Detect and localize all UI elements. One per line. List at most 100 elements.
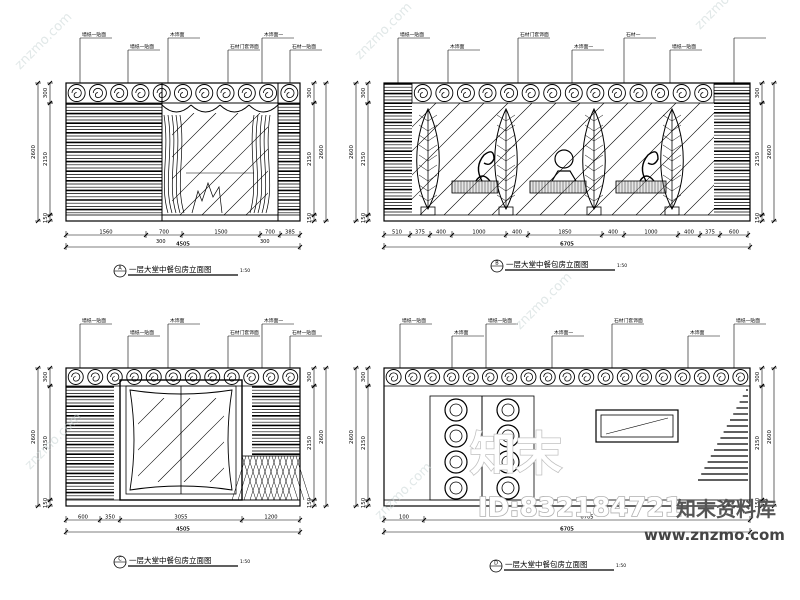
callout-label: 石材一 (626, 31, 641, 38)
height-dim: 2150 (755, 152, 761, 166)
total-height-dim: 2600 (349, 430, 355, 444)
curtain-fold (179, 114, 185, 214)
callout-label: 墙纸一贴面 (736, 317, 760, 324)
elevation-scale: 1:50 (240, 559, 250, 565)
scroll-ornament (520, 369, 537, 385)
elevation-c: 墙纸一贴面墙纸一贴面木饰面石材门套饰面木饰面一石材一贴面300215015026… (31, 317, 329, 569)
scroll-ornament (131, 84, 150, 102)
scroll-ornament (259, 84, 278, 102)
scroll-spiral (633, 87, 644, 99)
ring-ornament (444, 450, 468, 474)
scroll-spiral (466, 372, 476, 382)
scroll-spiral (110, 372, 120, 382)
dimension-label: 700 (265, 230, 275, 236)
height-dim: 150 (307, 497, 313, 508)
dimension-label: 400 (684, 230, 694, 236)
scroll-ornament (674, 369, 691, 385)
height-dim: 300 (43, 371, 49, 382)
callout-label: 墙纸一贴面 (130, 329, 154, 336)
ornament-stand (551, 170, 577, 182)
elevation-b: 墙纸一贴面木饰面石材门套饰面木饰面一石材一墙纸一贴面30021501502600… (349, 31, 777, 273)
dimension-label: 300 (156, 239, 166, 245)
scroll-ornament (501, 369, 518, 385)
height-dim: 2150 (43, 436, 49, 450)
callout-label: 木饰面一 (554, 329, 573, 336)
height-dim: 300 (307, 87, 313, 98)
elevation-title: 一层大堂中餐包房立面图 (129, 264, 212, 274)
scroll-ornament (655, 369, 672, 385)
total-height-dim: 2600 (319, 145, 325, 159)
scroll-ornament (597, 369, 614, 385)
height-dim: 2150 (361, 152, 367, 166)
callout-label: 木饰面 (690, 329, 705, 336)
door-panel-curve (129, 389, 233, 491)
scroll-ornament (87, 369, 104, 385)
scroll-spiral (266, 372, 276, 382)
scroll-ornament (413, 84, 432, 102)
scroll-ornament (651, 84, 670, 102)
scroll-ornament (223, 369, 240, 385)
dimension-label: 400 (608, 230, 618, 236)
scroll-spiral (503, 87, 515, 99)
scroll-ornament (521, 84, 540, 102)
display-shelf (615, 180, 667, 194)
scroll-spiral (620, 372, 630, 382)
plant-silhouette (191, 181, 223, 214)
curtain-valance (190, 104, 221, 113)
scroll-ornament (195, 84, 214, 102)
scroll-spiral (92, 87, 103, 99)
watermark-diagonal: znzmo.com (692, 0, 755, 33)
scroll-ornament (693, 369, 710, 385)
scroll-spiral (504, 372, 514, 382)
curtain-fold (167, 114, 173, 214)
scroll-spiral (439, 87, 450, 99)
scroll-ornament (636, 369, 653, 385)
scroll-spiral (417, 87, 428, 99)
dimension-label: 1000 (472, 230, 485, 236)
scroll-spiral (427, 372, 437, 382)
scroll-ornament (616, 369, 633, 385)
wall-painting (595, 409, 679, 443)
dimension-label: 400 (512, 230, 522, 236)
scroll-ornament (435, 84, 454, 102)
callout-label: 木饰面 (454, 329, 469, 336)
scroll-spiral (90, 372, 100, 382)
height-dim: 300 (307, 371, 313, 382)
scroll-ornament (280, 84, 299, 102)
scroll-spiral (177, 87, 189, 99)
height-dim: 150 (755, 212, 761, 223)
dimension-label: 3055 (174, 515, 187, 521)
scroll-ornament (732, 369, 749, 385)
callout-label: 木饰面 (170, 31, 185, 38)
callout-label: 木饰面一 (264, 31, 283, 38)
callout-label: 木饰面 (450, 43, 465, 50)
total-height-dim: 2600 (349, 145, 355, 159)
elevation-id: A (118, 266, 122, 272)
wall-painting-inner (600, 414, 674, 438)
skirting (65, 214, 301, 222)
ring-ornament-inner (449, 455, 463, 469)
curtain-valance (248, 104, 279, 113)
dimension-label: 375 (705, 230, 715, 236)
scroll-spiral (485, 372, 495, 382)
dimension-label: 6705 (560, 527, 573, 533)
total-height-dim: 2600 (31, 145, 37, 159)
callout-label: 木饰面 (170, 317, 185, 324)
height-dim: 300 (43, 87, 49, 98)
elevation-title: 一层大堂中餐包房立面图 (129, 555, 212, 565)
height-dim: 2150 (361, 436, 367, 450)
height-dim: 150 (755, 497, 761, 508)
scroll-ornament (165, 369, 182, 385)
scroll-spiral (523, 372, 533, 382)
callout-label: 石材门套饰面 (230, 43, 259, 50)
scroll-ornament (145, 369, 162, 385)
total-height-dim: 2600 (767, 430, 773, 444)
skirting (65, 499, 301, 507)
watermark-diagonal: znzmo.com (12, 10, 75, 73)
watermark-url: www.znzmo.com (644, 526, 785, 544)
scroll-spiral (698, 87, 709, 99)
elevation-title: 一层大堂中餐包房立面图 (505, 559, 588, 569)
scroll-spiral (71, 372, 81, 382)
scroll-ornament (443, 369, 460, 385)
scroll-spiral (562, 372, 572, 382)
